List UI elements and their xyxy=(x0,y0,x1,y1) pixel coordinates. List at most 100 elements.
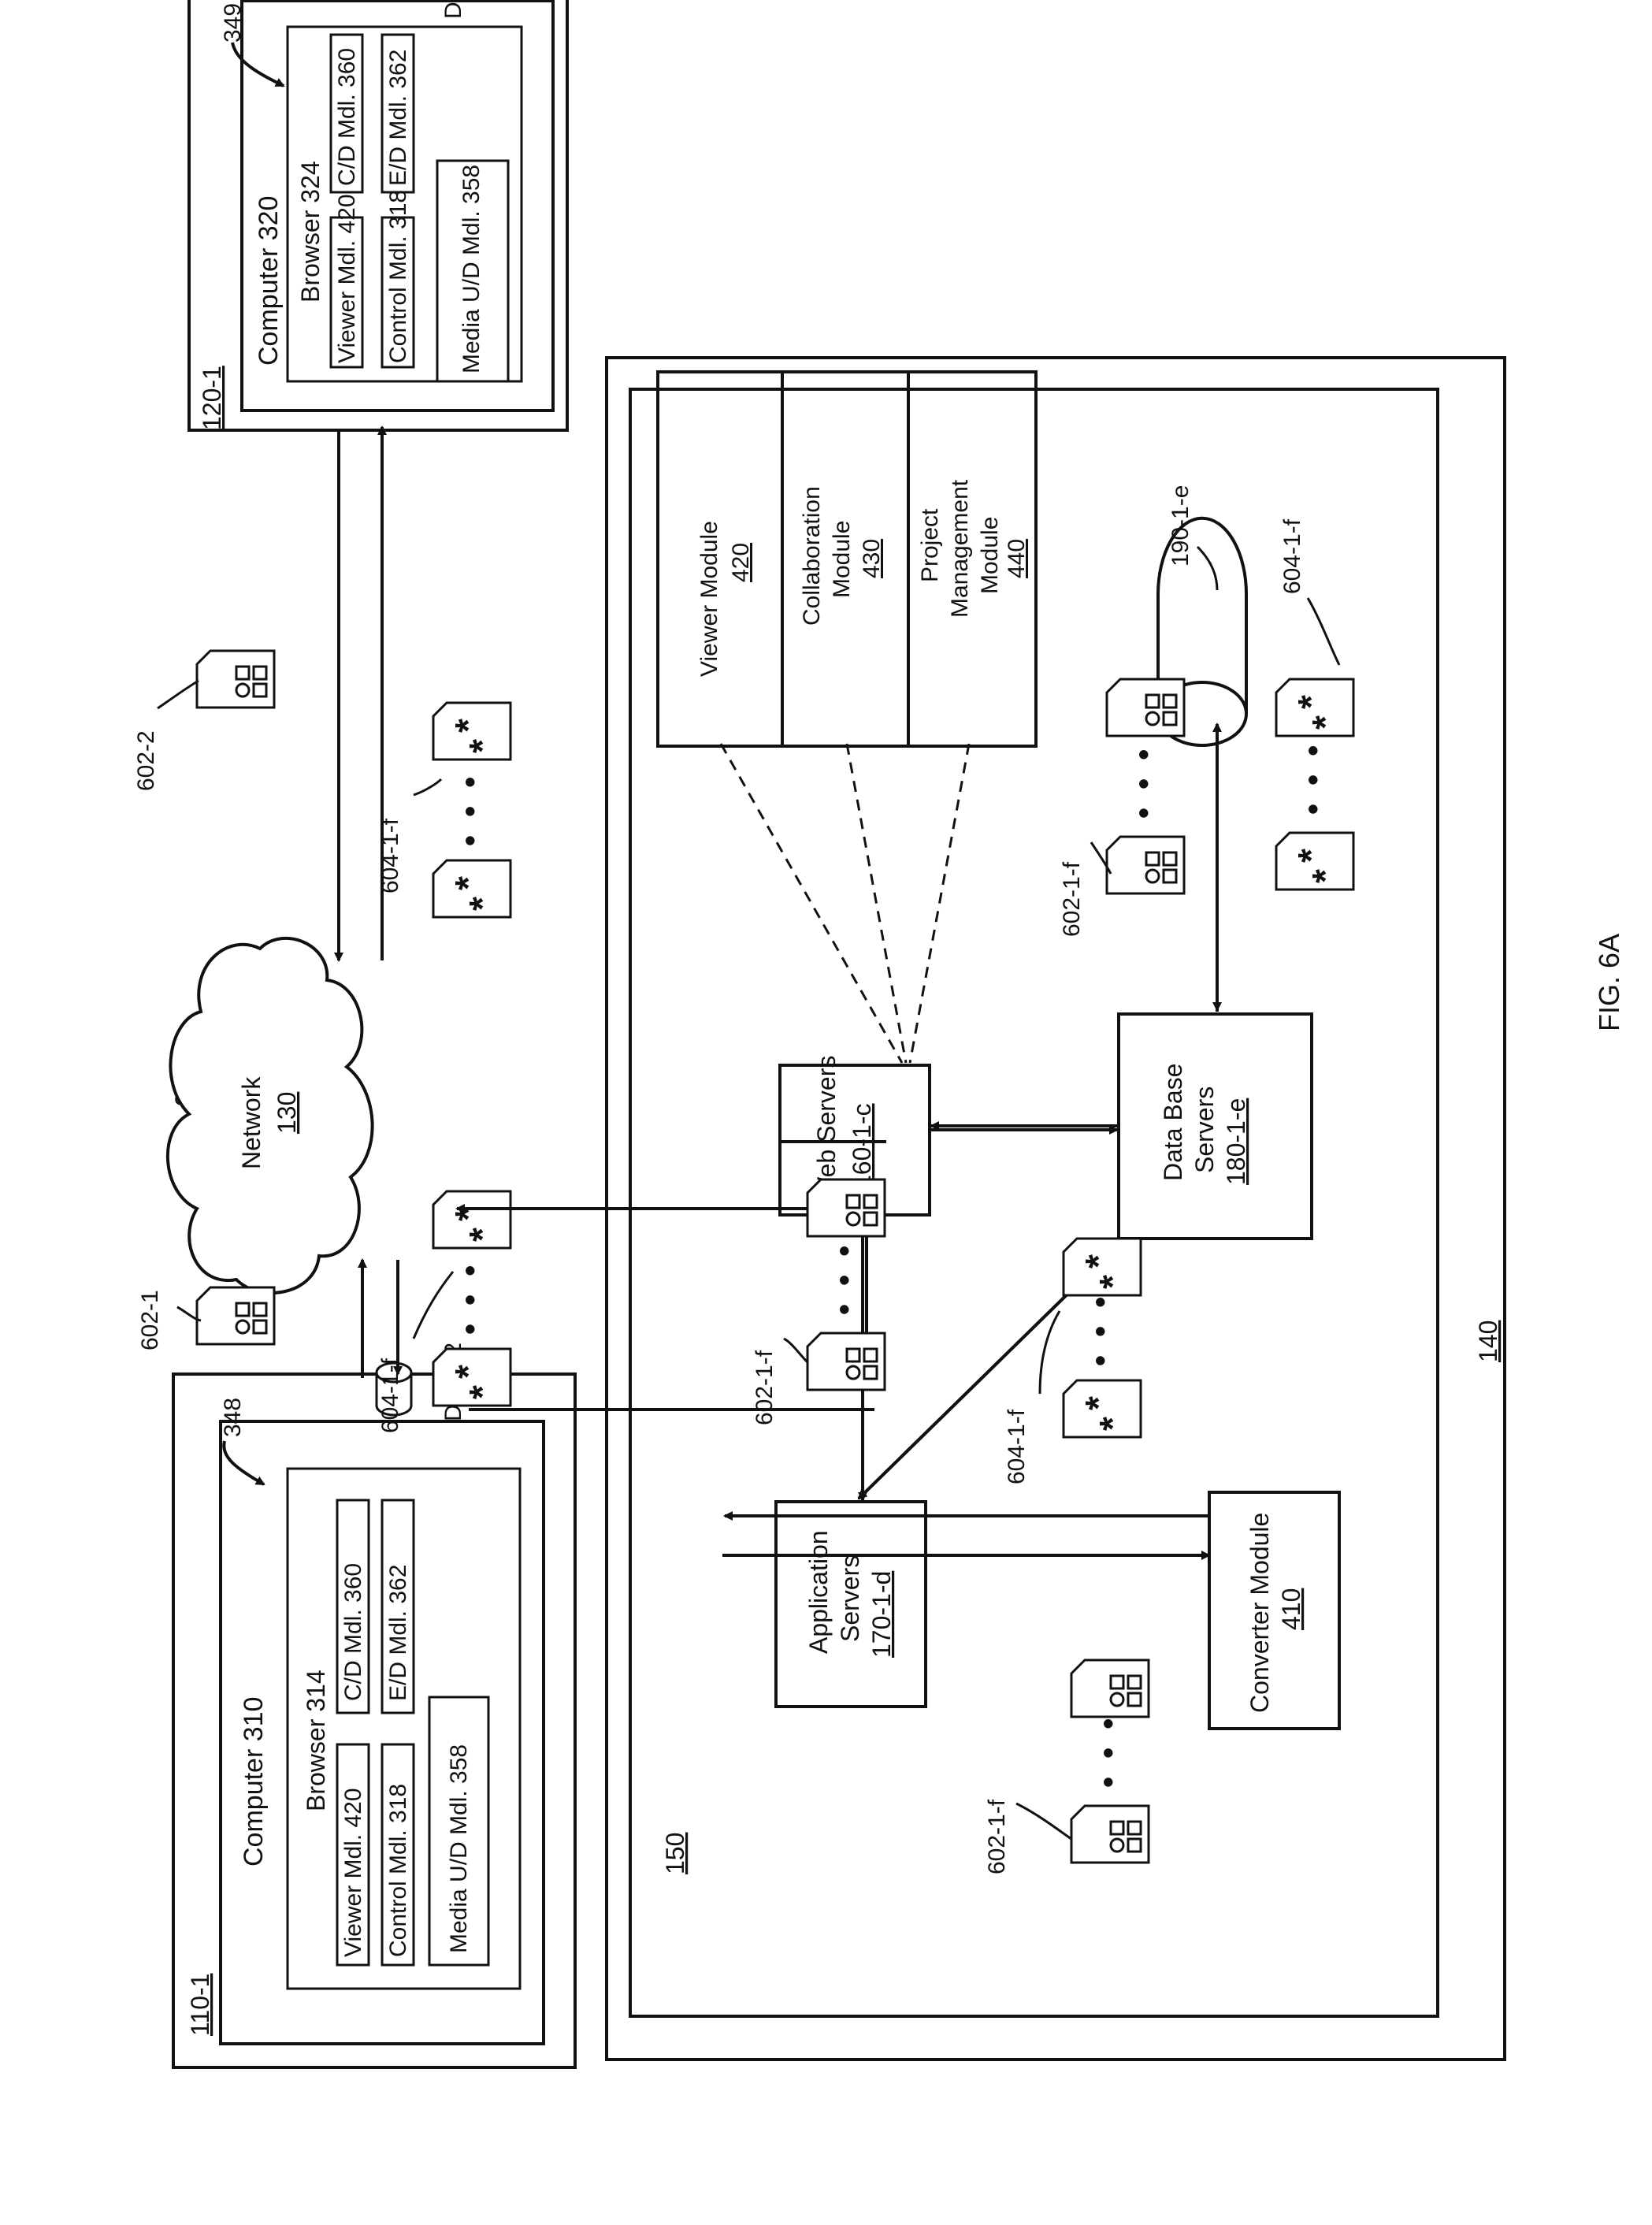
ellipsis-602f-web: • • • xyxy=(827,1241,862,1315)
converter-module-box: Converter Module 410 xyxy=(1209,1492,1339,1729)
doc-602f-conv-1 xyxy=(1071,1806,1149,1863)
doc-604f-st-label: 604-1-f xyxy=(1279,518,1305,594)
system-150-frame xyxy=(630,389,1438,2016)
converter-module-ref: 410 xyxy=(1277,1588,1305,1630)
storage-190-label: 190-1-e xyxy=(1168,485,1194,566)
db-322-label: DB 322 xyxy=(440,0,466,19)
doc-604-star-b2 xyxy=(433,703,510,760)
doc-602-1-label: 602-1 xyxy=(137,1290,163,1350)
collab-module-line1: Collaboration xyxy=(799,486,825,626)
cd-mdl-label-b: C/D Mdl. 360 xyxy=(334,48,360,186)
doc-604f-conv-2 xyxy=(1064,1239,1141,1295)
collab-module-ref: 430 xyxy=(859,539,885,578)
doc-604-a-label: 604-1-f xyxy=(377,1358,403,1433)
doc-604f-conv-leader xyxy=(1040,1311,1060,1394)
doc-604-b-leader xyxy=(414,779,441,795)
doc-604f-st-1 xyxy=(1276,833,1353,890)
network-cloud: Network 130 xyxy=(168,938,373,1293)
ellipsis-604f-conv: • • • xyxy=(1083,1292,1118,1366)
doc-604f-st-2 xyxy=(1276,679,1353,736)
doc-604f-conv-1 xyxy=(1064,1380,1141,1437)
collab-module-line2: Module xyxy=(829,521,855,598)
pm-module-line3: Module xyxy=(977,517,1003,594)
cd-mdl-label-a: C/D Mdl. 360 xyxy=(340,1563,366,1701)
browser-324-label: Browser 324 xyxy=(296,161,325,303)
client-a-frame xyxy=(173,1374,575,2067)
doc-604-star-a2 xyxy=(433,1191,510,1248)
computer-310-label: Computer 310 xyxy=(239,1697,269,1867)
media-mdl-label-b: Media U/D Mdl. 358 xyxy=(458,165,484,373)
ellipsis-604f-st: • • • xyxy=(1296,741,1331,815)
system-150-ref: 150 xyxy=(661,1833,689,1874)
viewer-mdl-label-a: Viewer Mdl. 420 xyxy=(340,1788,366,1957)
pointer-349-label: 349 xyxy=(220,3,246,43)
viewer-module-ref: 420 xyxy=(728,543,754,582)
doc-604-b-label: 604-1-f xyxy=(377,818,403,893)
control-mdl-label-a: Control Mdl. 318 xyxy=(385,1784,411,1957)
doc-602f-web-label: 602-1-f xyxy=(752,1350,778,1425)
pointer-349-arrow xyxy=(232,43,284,86)
client-b: 120-1 Computer 320 Browser 324 Viewer Md… xyxy=(189,0,567,430)
network-ref: 130 xyxy=(273,1092,301,1134)
client-b-ref: 120-1 xyxy=(198,366,226,430)
ed-mdl-label-b: E/D Mdl. 362 xyxy=(385,50,411,186)
app-servers-ref: 170-1-d xyxy=(867,1571,896,1658)
db-servers-line1: Data Base xyxy=(1159,1064,1187,1181)
viewer-mdl-label-b: Viewer Mdl. 420 xyxy=(334,194,360,363)
doc-602f-db-2 xyxy=(1107,679,1184,736)
cloud-shape xyxy=(168,938,373,1293)
computer-320-label: Computer 320 xyxy=(254,196,284,366)
ellipsis-602f-db: • • • xyxy=(1127,745,1161,819)
doc-602-2-icon xyxy=(197,651,274,708)
app-servers-line2: Servers xyxy=(836,1555,864,1642)
converter-module-label: Converter Module xyxy=(1245,1513,1274,1713)
doc-602f-web-leader xyxy=(784,1339,807,1362)
pointer-348-label: 348 xyxy=(220,1398,246,1437)
doc-602f-conv-leader xyxy=(1016,1803,1071,1839)
web-servers-ref: 160-1-c xyxy=(848,1104,876,1190)
ellipsis-602f-conv: • • • xyxy=(1091,1714,1126,1788)
client-a: 110-1 Computer 310 Browser 314 Viewer Md… xyxy=(173,1343,575,2067)
browser-314-label: Browser 314 xyxy=(302,1670,330,1811)
client-a-ref: 110-1 xyxy=(186,1974,214,2036)
viewer-module-label: Viewer Module xyxy=(696,521,722,677)
ellipsis-604-b: • • • xyxy=(453,772,488,846)
doc-602-2-leader xyxy=(158,681,199,708)
doc-602f-conv-2 xyxy=(1071,1660,1149,1717)
dash-pm-to-web xyxy=(910,744,969,1063)
pointer-348-arrow xyxy=(224,1441,264,1484)
network-label: Network xyxy=(237,1076,265,1169)
db-servers-box: Data Base Servers 180-1-e xyxy=(1119,1014,1312,1239)
doc-602-2-label: 602-2 xyxy=(133,730,159,791)
pm-module-line2: Management xyxy=(947,479,973,618)
doc-604-star-a1 xyxy=(433,1349,510,1406)
doc-602f-db-1 xyxy=(1107,837,1184,893)
system-140-ref: 140 xyxy=(1474,1321,1502,1362)
pm-module-line1: Project xyxy=(917,508,943,582)
dash-collab-to-web xyxy=(847,744,906,1063)
doc-604-star-b1 xyxy=(433,860,510,917)
app-servers-line1: Application xyxy=(804,1530,833,1654)
app-servers-box: Application Servers 170-1-d xyxy=(776,1502,926,1707)
doc-602f-web-1 xyxy=(807,1333,885,1390)
ellipsis-604-a: • • • xyxy=(453,1261,488,1335)
doc-602f-conv-label: 602-1-f xyxy=(984,1799,1010,1874)
doc-602f-db-label: 602-1-f xyxy=(1059,861,1085,937)
doc-604f-conv-label: 604-1-f xyxy=(1004,1409,1030,1484)
modules-stack: Viewer Module 420 Collaboration Module 4… xyxy=(658,372,1036,746)
media-mdl-label-a: Media U/D Mdl. 358 xyxy=(446,1744,472,1953)
figure-caption: FIG. 6A xyxy=(1593,934,1625,1031)
db-servers-line2: Servers xyxy=(1190,1086,1219,1173)
doc-604f-st-leader xyxy=(1308,598,1339,665)
doc-604-a-leader xyxy=(414,1272,453,1339)
ed-mdl-label-a: E/D Mdl. 362 xyxy=(385,1565,411,1701)
db-servers-ref: 180-1-e xyxy=(1222,1098,1250,1185)
doc-602f-web-2 xyxy=(807,1179,885,1236)
doc-602-1-icon xyxy=(197,1287,274,1344)
control-mdl-label-b: Control Mdl. 318 xyxy=(385,190,411,363)
dash-viewer-to-web xyxy=(721,744,902,1063)
pm-module-ref: 440 xyxy=(1004,539,1030,578)
